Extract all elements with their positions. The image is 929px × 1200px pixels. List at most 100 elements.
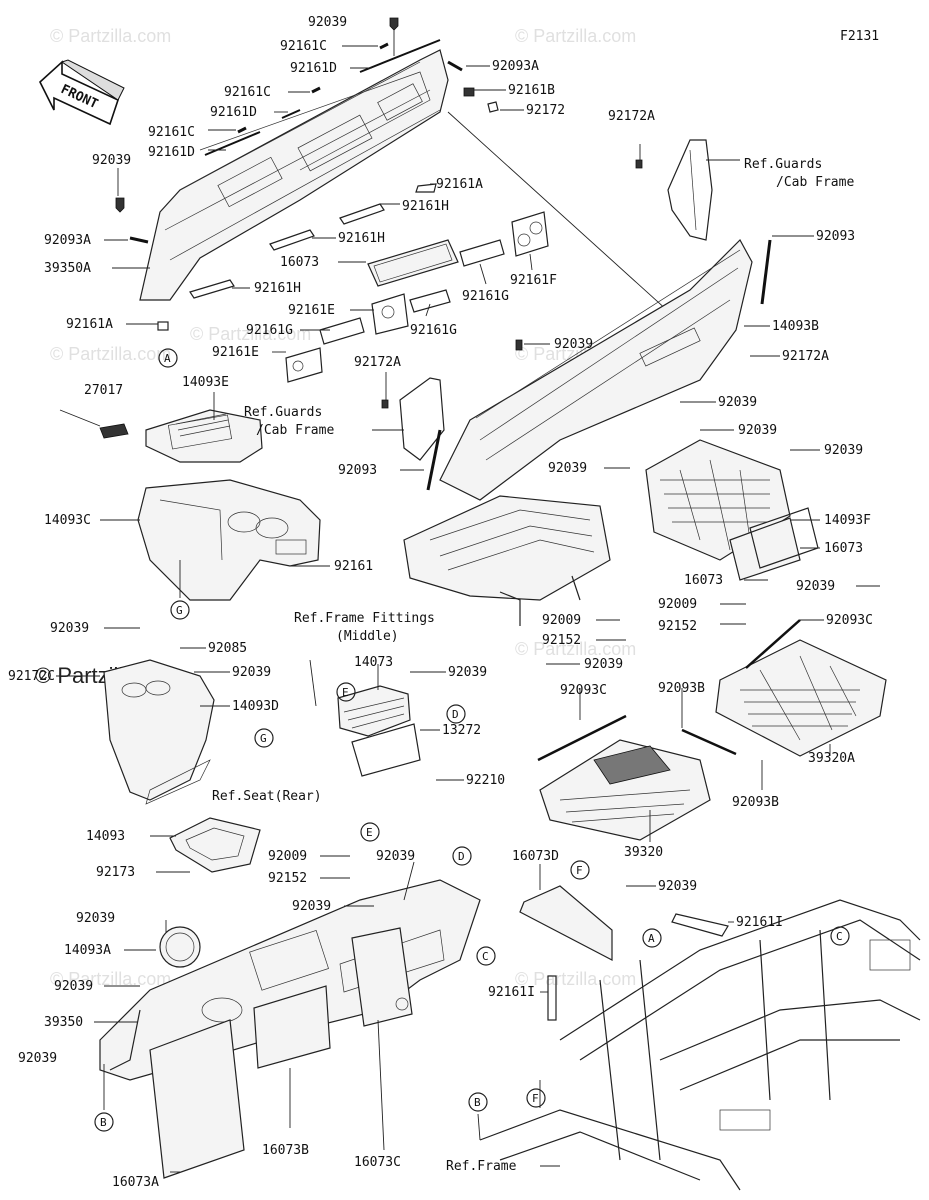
part-label: 92172A — [608, 109, 655, 124]
part-label: 13272 — [442, 723, 481, 738]
part-label: 92161D — [148, 145, 195, 160]
strip-92093B — [681, 728, 737, 756]
part-label: 92161E — [288, 303, 335, 318]
part-label: 92009 — [542, 613, 581, 628]
part-label: 92161H — [338, 231, 385, 246]
console-14093D — [103, 659, 215, 805]
part-label: 92039 — [308, 15, 347, 30]
ref-guards-cab-mid: Ref.Guards — [244, 405, 322, 420]
part-label: 92161A — [66, 317, 113, 332]
callout-a: A — [158, 348, 178, 368]
svg-text:G: G — [176, 604, 183, 617]
part-label: 16073A — [112, 1175, 159, 1190]
part-label: 16073B — [262, 1143, 309, 1158]
part-label: 92161 — [334, 559, 373, 574]
pad-16073-top — [367, 239, 459, 287]
part-label: 92093C — [826, 613, 873, 628]
part-label: 92039 — [76, 911, 115, 926]
part-label: 14093D — [232, 699, 279, 714]
leader-lines — [56, 30, 880, 1173]
ref-frame-fittings: (Middle) — [336, 629, 399, 644]
strip-parts — [189, 39, 441, 299]
part-label: 92161C — [148, 125, 195, 140]
part-label: 16073 — [280, 255, 319, 270]
callout-g: G — [170, 600, 190, 620]
callout-c: C — [830, 926, 850, 946]
part-label: 16073D — [512, 849, 559, 864]
strip-92161I-b — [547, 975, 557, 1021]
label-pieces — [285, 211, 549, 383]
strip-92093C — [745, 619, 801, 669]
callout-e: E — [336, 682, 356, 702]
part-label: 92161C — [224, 85, 271, 100]
frame-fitting-middle — [403, 495, 611, 626]
figure-code: F2131 — [840, 29, 879, 44]
part-label: 92161F — [510, 273, 557, 288]
watermark: © Partzilla.com — [190, 324, 311, 344]
tray-14093 — [169, 817, 261, 873]
part-label: 39320A — [808, 751, 855, 766]
callouts: A G G E D E F D C A C B F B — [94, 348, 850, 1132]
floor-39320 — [539, 739, 711, 841]
callout-a: A — [642, 928, 662, 948]
tray-14093F — [645, 439, 791, 561]
console-14093E — [99, 409, 263, 463]
part-label: 92093C — [560, 683, 607, 698]
part-label: 16073 — [824, 541, 863, 556]
pad-16073B — [253, 985, 331, 1069]
part-label: 92173 — [96, 865, 135, 880]
part-label: 92172 — [526, 103, 565, 118]
part-label: 92039 — [232, 665, 271, 680]
svg-text:E: E — [342, 686, 349, 699]
part-label: 14093 — [86, 829, 125, 844]
watermark: © Partzilla.com — [515, 26, 636, 46]
part-label: 92161C — [280, 39, 327, 54]
part-label: 92039 — [92, 153, 131, 168]
svg-text:C: C — [836, 930, 843, 943]
rail-panel-39350 — [99, 879, 481, 1081]
part-label: 14093A — [64, 943, 111, 958]
part-labels: 92039 92161C 92161D 92093A 92161B 92172 … — [8, 15, 873, 1190]
part-label: 39320 — [624, 845, 663, 860]
part-label: 92085 — [208, 641, 247, 656]
part-label: 92161I — [488, 985, 535, 1000]
pad-16073-right-a — [729, 517, 801, 581]
watermark: © Partzilla.com — [50, 26, 171, 46]
part-label: 92161G — [246, 323, 293, 338]
svg-text:F: F — [532, 1092, 539, 1105]
rod-92093 — [426, 429, 442, 491]
part-label: 92093B — [732, 795, 779, 810]
svg-text:B: B — [100, 1116, 107, 1129]
callout-e: E — [360, 822, 380, 842]
svg-text:C: C — [482, 950, 489, 963]
part-label: 92161H — [254, 281, 301, 296]
part-label: 14093E — [182, 375, 229, 390]
part-label: 92039 — [376, 849, 415, 864]
part-label: 14093C — [44, 513, 91, 528]
part-label: 92039 — [292, 899, 331, 914]
part-label: 92161D — [290, 61, 337, 76]
pad-16073D — [519, 885, 613, 961]
svg-text:G: G — [260, 732, 267, 745]
part-label: 92039 — [824, 443, 863, 458]
svg-text:B: B — [474, 1096, 481, 1109]
part-label: 92093A — [44, 233, 91, 248]
part-label: 92161A — [436, 177, 483, 192]
watermark: © Partzilla.com — [50, 344, 171, 364]
ref-guards-cab-mid: /Cab Frame — [256, 423, 334, 438]
svg-text:D: D — [452, 708, 459, 721]
strip-92093C-lower — [537, 714, 627, 762]
watermark: © Partzilla.com — [515, 639, 636, 659]
part-label: 92039 — [548, 461, 587, 476]
part-label: 16073C — [354, 1155, 401, 1170]
part-label: 14093B — [772, 319, 819, 334]
part-label: 92039 — [584, 657, 623, 672]
callout-b: B — [468, 1092, 488, 1112]
part-label: 92161D — [210, 105, 257, 120]
callout-d: D — [446, 704, 466, 724]
part-label: 92152 — [658, 619, 697, 634]
watermark-group: © Partzilla.com © Partzilla.com © Partzi… — [35, 26, 636, 989]
part-label: 92161I — [736, 915, 783, 930]
part-label: 92039 — [738, 423, 777, 438]
part-label: 92039 — [448, 665, 487, 680]
